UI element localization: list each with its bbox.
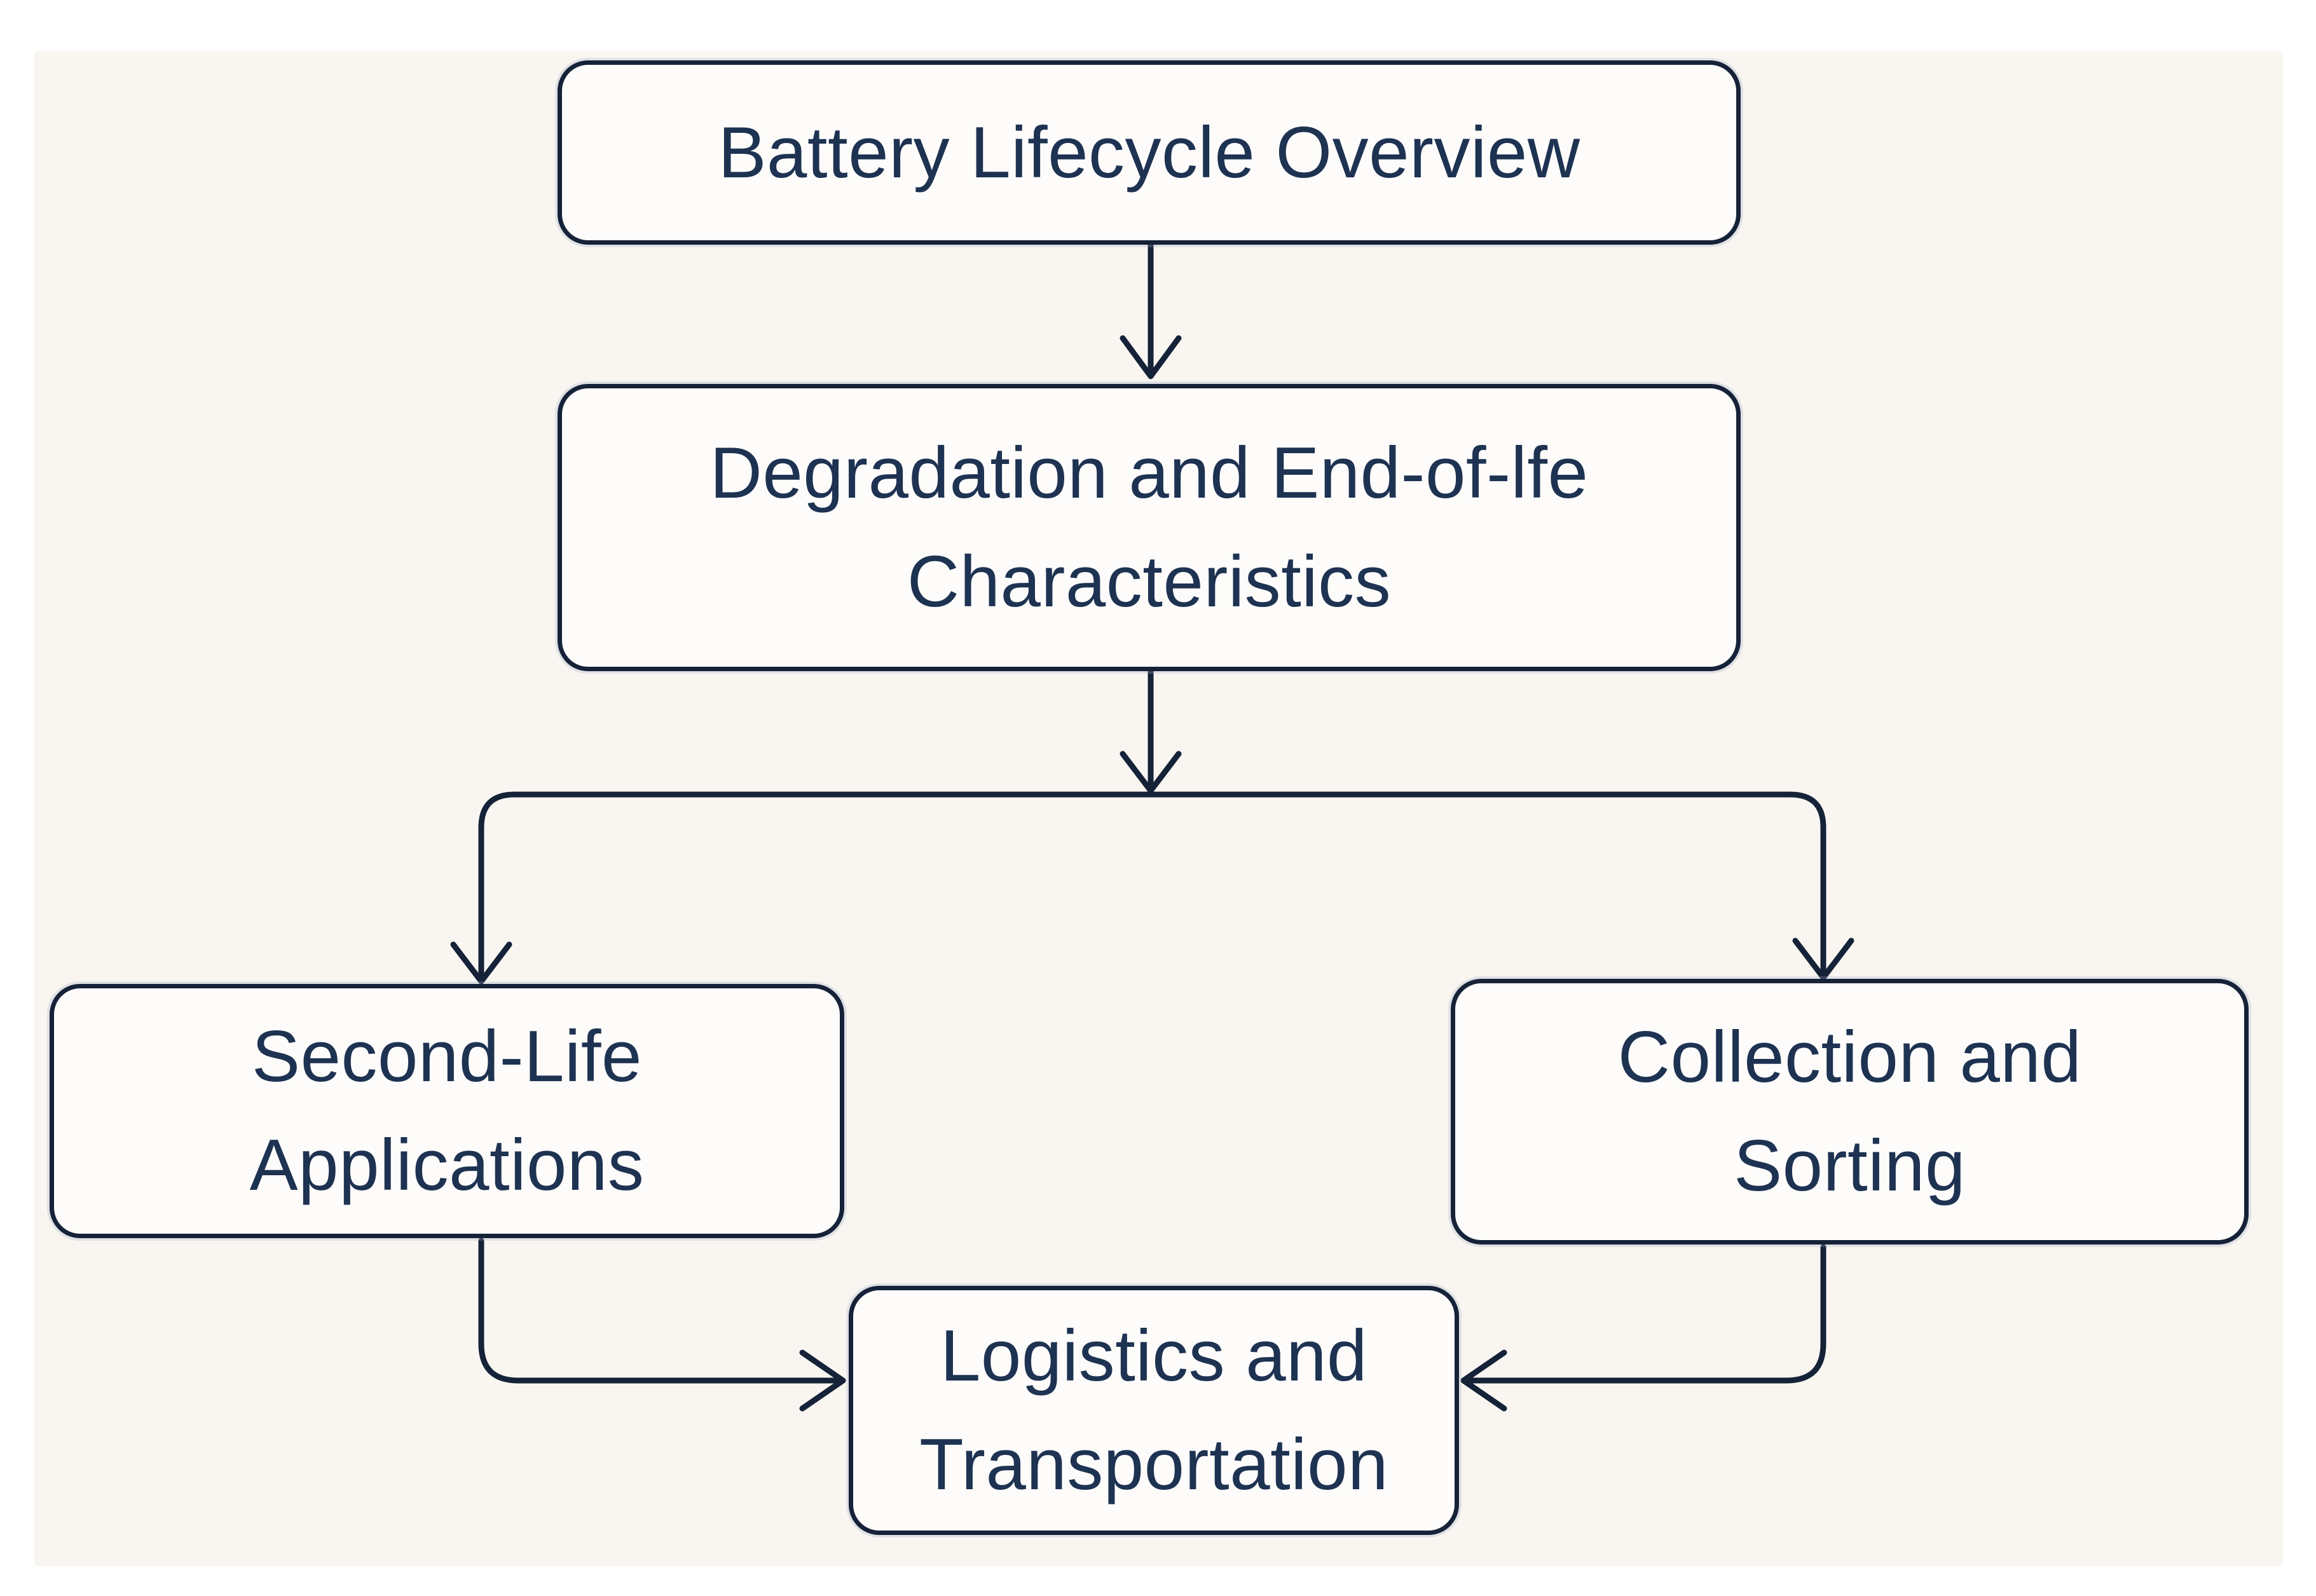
arrow-overview-to-degradation-head bbox=[1120, 335, 1182, 379]
node-label: Battery Lifecycle Overview bbox=[718, 112, 1580, 193]
branch-tee-connector bbox=[478, 791, 1826, 981]
arrow-secondlife-to-logistics-line bbox=[478, 1238, 842, 1384]
node-logistics-and-transportation: Logistics and Transportation bbox=[849, 1286, 1459, 1535]
arrow-secondlife-to-logistics-head bbox=[799, 1349, 846, 1412]
arrow-branch-to-collection-head bbox=[1792, 938, 1854, 981]
arrow-degradation-to-branch-head bbox=[1120, 751, 1182, 794]
node-label: Logistics and Transportation bbox=[919, 1316, 1388, 1505]
arrow-branch-to-secondlife-head bbox=[450, 941, 512, 985]
node-degradation-end-of-lfe-characteristics: Degradation and End-of-lfe Characteristi… bbox=[558, 384, 1741, 671]
node-label: Second-Life Applications bbox=[249, 1016, 645, 1206]
node-second-life-applications: Second-Life Applications bbox=[50, 984, 844, 1238]
node-label: Degradation and End-of-lfe Characteristi… bbox=[709, 433, 1589, 622]
node-collection-and-sorting: Collection and Sorting bbox=[1451, 979, 2249, 1245]
arrow-collection-to-logistics-line bbox=[1464, 1244, 1826, 1384]
arrow-collection-to-logistics-head bbox=[1460, 1349, 1507, 1412]
node-label: Collection and Sorting bbox=[1617, 1017, 2082, 1206]
node-battery-lifecycle-overview: Battery Lifecycle Overview bbox=[558, 60, 1741, 245]
